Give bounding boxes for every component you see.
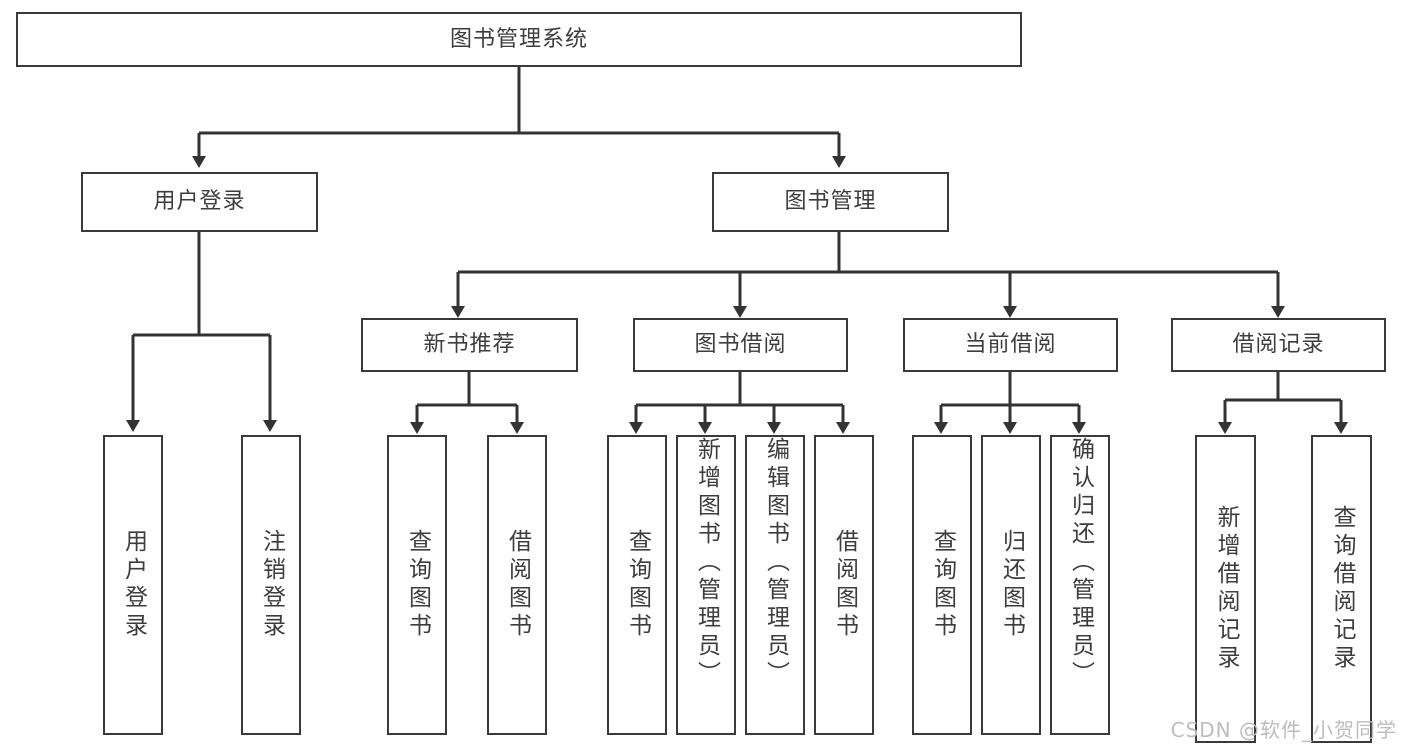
node-new-book-rec-label: 新书推荐 [423,332,516,358]
node-leaf-add-record-label: 新增借阅记录 [1213,505,1239,673]
node-leaf-query-book-2[interactable]: 查询图书 [607,435,667,735]
node-current-borrow-label: 当前借阅 [964,332,1057,358]
node-leaf-edit-book[interactable]: 编辑图书（管理员） [745,435,805,735]
node-leaf-confirm-return-label: 确认归还（管理员） [1067,437,1094,689]
node-leaf-query-book-1[interactable]: 查询图书 [387,435,447,735]
node-leaf-user-login[interactable]: 用户登录 [103,435,163,735]
node-leaf-query-record-label: 查询借阅记录 [1329,505,1355,673]
node-leaf-edit-book-label: 编辑图书（管理员） [762,437,789,689]
watermark: CSDN @软件_小贺同学 [1170,718,1397,742]
node-leaf-query-record[interactable]: 查询借阅记录 [1311,435,1372,743]
node-leaf-borrow-book-1-label: 借阅图书 [504,529,531,641]
node-leaf-borrow-book-2[interactable]: 借阅图书 [814,435,874,735]
node-root[interactable]: 图书管理系统 [16,12,1022,67]
node-root-label: 图书管理系统 [449,26,588,52]
node-leaf-return-book[interactable]: 归还图书 [981,435,1041,735]
node-leaf-query-book-1-label: 查询图书 [404,529,431,641]
node-book-borrow-label: 图书借阅 [694,332,787,358]
node-borrow-record-label: 借阅记录 [1232,332,1325,358]
node-book-manage-label: 图书管理 [784,189,877,215]
node-leaf-query-book-2-label: 查询图书 [624,529,651,641]
node-user-login[interactable]: 用户登录 [81,172,318,232]
node-leaf-borrow-book-1[interactable]: 借阅图书 [487,435,547,735]
node-leaf-query-book-3[interactable]: 查询图书 [912,435,972,735]
node-leaf-logout[interactable]: 注销登录 [241,435,301,735]
node-leaf-logout-label: 注销登录 [258,529,285,641]
node-leaf-borrow-book-2-label: 借阅图书 [831,529,858,641]
node-leaf-user-login-label: 用户登录 [120,529,147,641]
node-leaf-return-book-label: 归还图书 [998,529,1025,641]
node-leaf-add-book-label: 新增图书（管理员） [693,437,720,689]
node-borrow-record[interactable]: 借阅记录 [1171,318,1386,372]
node-leaf-add-record[interactable]: 新增借阅记录 [1195,435,1256,743]
node-book-borrow[interactable]: 图书借阅 [633,318,848,372]
node-new-book-rec[interactable]: 新书推荐 [361,318,578,372]
node-user-login-label: 用户登录 [153,189,246,215]
node-leaf-confirm-return[interactable]: 确认归还（管理员） [1050,435,1110,735]
node-book-manage[interactable]: 图书管理 [712,172,949,232]
node-leaf-add-book[interactable]: 新增图书（管理员） [676,435,736,735]
node-leaf-query-book-3-label: 查询图书 [929,529,956,641]
node-current-borrow[interactable]: 当前借阅 [903,318,1118,372]
